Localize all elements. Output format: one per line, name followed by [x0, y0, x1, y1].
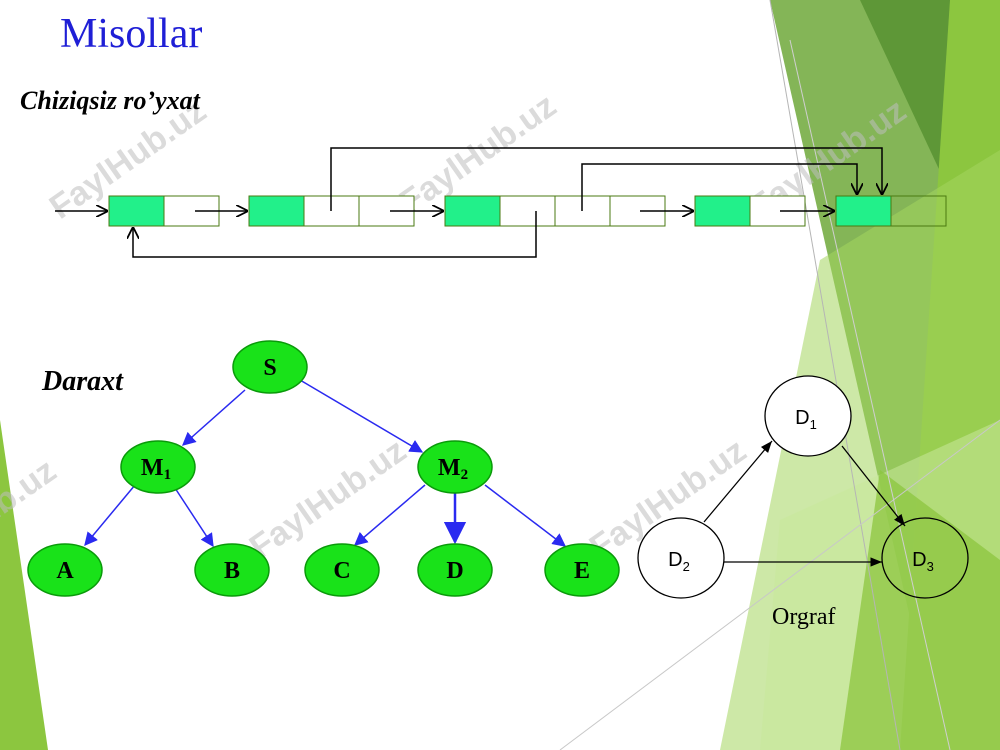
- tree-diagram: S M1 M2 A B C D E: [27, 340, 620, 597]
- graph-edge-d1-d3: [841, 445, 906, 527]
- list-node-3-ptr-cell: [499, 195, 556, 227]
- tree-edge-s-m2: [299, 379, 424, 453]
- tree-node-c-label: C: [333, 558, 350, 584]
- graph-node-d1: [764, 375, 852, 457]
- bg-line-1: [769, 0, 901, 750]
- bg-shape-left: [0, 420, 48, 750]
- graph-node-d2-label: D2: [668, 549, 690, 574]
- tree-node-a-label: A: [56, 558, 74, 584]
- bg-shape-6: [840, 470, 1000, 750]
- tree-node-e: [544, 543, 620, 597]
- bg-line-2: [559, 419, 1000, 750]
- list-node-5-data-cell: [835, 195, 892, 227]
- list-node-4-data-cell: [694, 195, 751, 227]
- bg-line-3: [789, 39, 951, 750]
- graph-node-d2: [637, 517, 725, 599]
- graph-edge-d2-d1: [703, 440, 773, 523]
- tree-node-s-label: S: [263, 355, 276, 381]
- tree-node-b-label: B: [224, 558, 240, 584]
- tree-node-d-label: D: [446, 558, 463, 584]
- digraph-diagram: D1 D2 D3: [637, 375, 969, 599]
- tree-node-m1: [120, 440, 196, 494]
- list-link-node3-to-node1: [133, 211, 537, 258]
- graph-node-d1-label: D1: [795, 407, 817, 432]
- digraph-caption: Orgraf: [772, 604, 836, 630]
- tree-node-m1-label: M1: [141, 455, 171, 483]
- tree-node-c: [304, 543, 380, 597]
- tree-node-e-label: E: [574, 558, 590, 584]
- tree-node-b: [194, 543, 270, 597]
- tree-edge-m1-b: [174, 487, 214, 548]
- list-node-5-ptr-cell: [890, 195, 947, 227]
- tree-edge-m2-e: [484, 484, 567, 547]
- tree-node-m2-label: M2: [438, 455, 468, 483]
- graph-node-d3-label: D3: [912, 549, 934, 574]
- tree-title: Daraxt: [42, 366, 123, 397]
- tree-edge-m1-a: [84, 484, 136, 547]
- list-node-3-data-cell: [444, 195, 501, 227]
- list-node-1-data-cell: [108, 195, 165, 227]
- list-node-2-data-cell: [248, 195, 305, 227]
- list-link-node2-to-node5: [330, 147, 882, 211]
- slide-title: Misollar: [60, 11, 203, 57]
- tree-node-a: [27, 543, 103, 597]
- tree-node-m2: [417, 440, 493, 494]
- tree-node-s: [232, 340, 308, 394]
- tree-edge-s-m1: [181, 389, 246, 446]
- tree-edge-m2-c: [353, 484, 426, 546]
- tree-node-d: [417, 543, 493, 597]
- graph-node-d3: [881, 517, 969, 599]
- linked-list-title: Chiziqsiz ro’yxat: [20, 86, 200, 115]
- list-link-node3-to-node5: [581, 163, 857, 211]
- linked-list-diagram: [55, 147, 947, 258]
